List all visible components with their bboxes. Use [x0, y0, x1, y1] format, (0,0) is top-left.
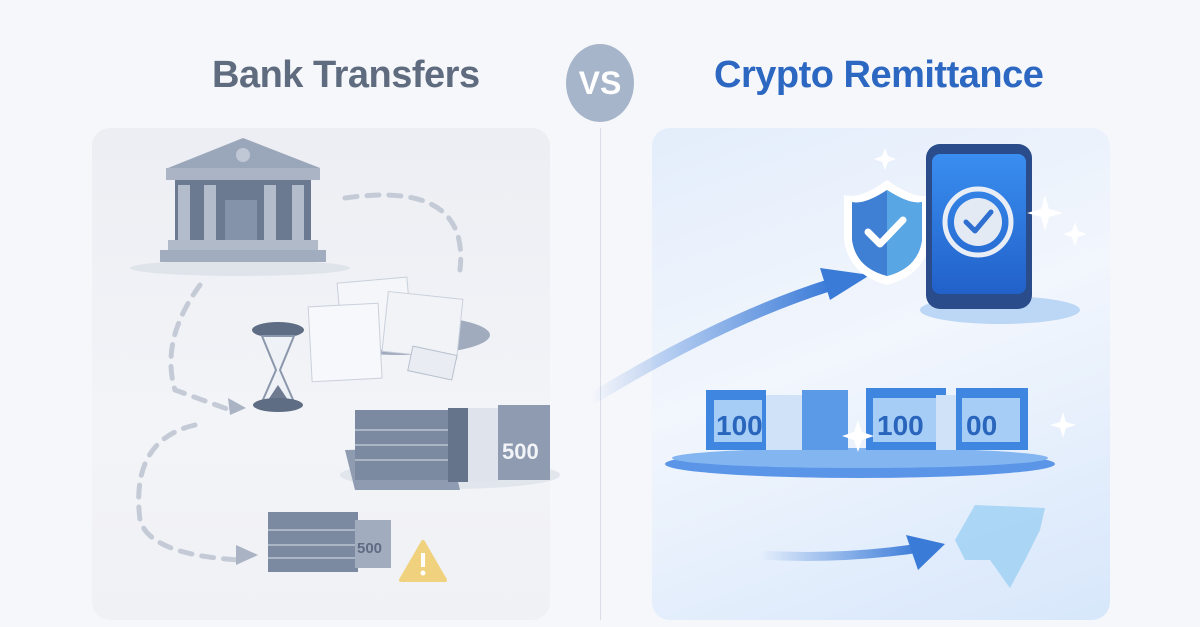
small-cash-stack-icon: 500 [268, 512, 391, 572]
shield-check-icon [844, 180, 930, 285]
warning-icon [399, 540, 447, 582]
hourglass-icon [252, 322, 304, 412]
paper-stack-icon [307, 276, 490, 383]
title-bank-transfers: Bank Transfers [212, 54, 480, 96]
cash-tray-icon: 100 100 00 [665, 388, 1055, 478]
cash-stack-icon: 500 [340, 405, 560, 490]
title-crypto-remittance: Crypto Remittance [714, 54, 1044, 96]
sparkle-icon [842, 148, 1087, 452]
small-stack-label: 500 [357, 540, 382, 557]
bill-label-3: 00 [966, 410, 997, 441]
vs-badge: VS [566, 44, 634, 122]
bank-building-icon [130, 138, 350, 276]
smartphone-check-icon [920, 144, 1080, 324]
bill-label-1: 100 [716, 410, 763, 441]
large-stack-label: 500 [502, 439, 539, 464]
bill-label-2: 100 [877, 410, 924, 441]
center-divider [600, 128, 601, 620]
